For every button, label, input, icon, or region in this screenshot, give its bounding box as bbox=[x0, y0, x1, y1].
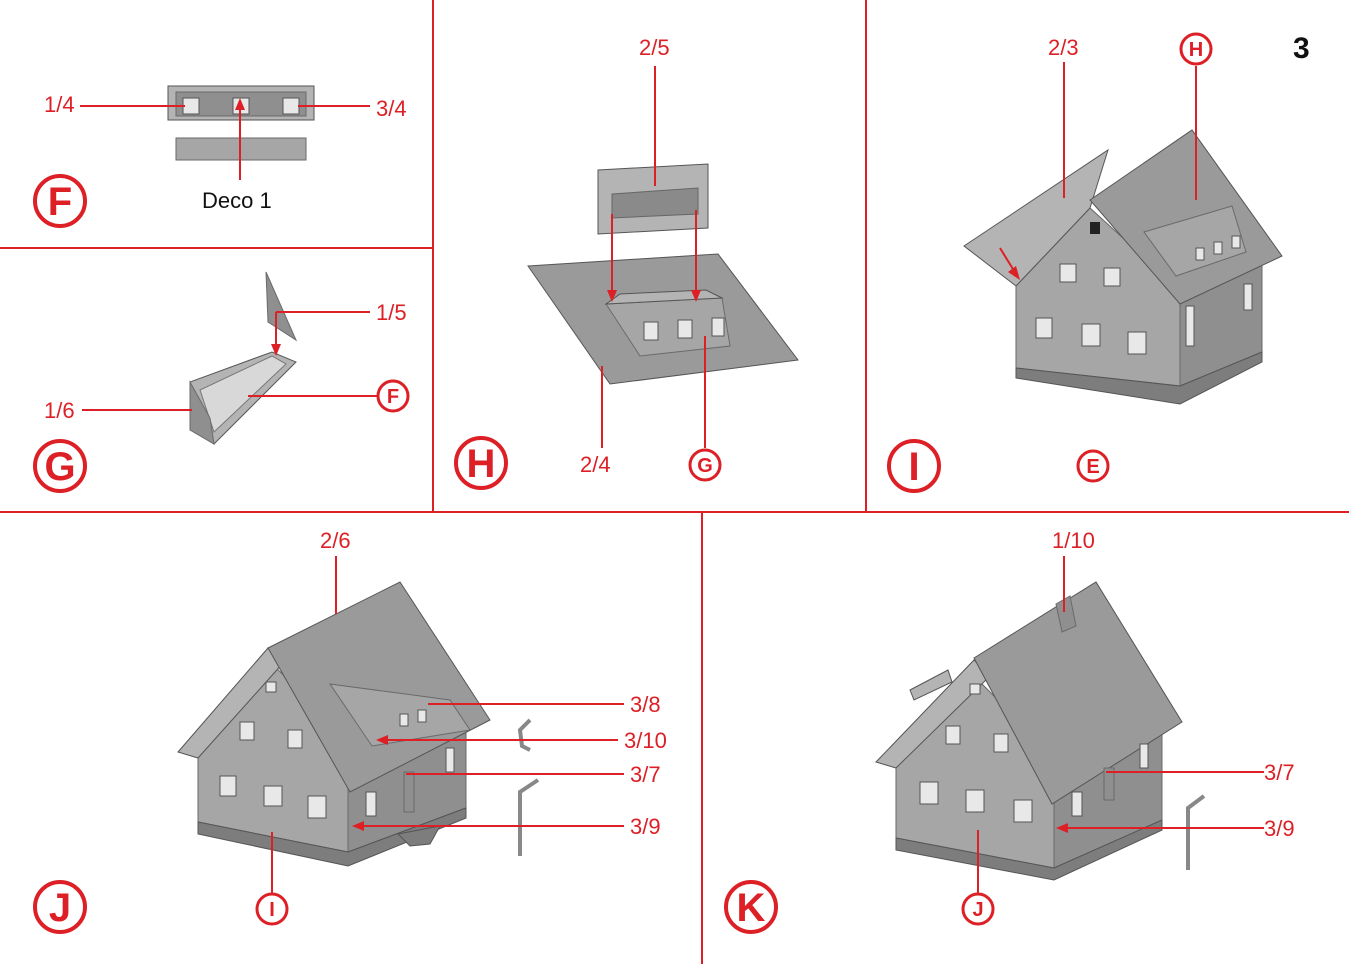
label-3-10: 3/10 bbox=[624, 728, 667, 753]
label-1-5: 1/5 bbox=[376, 300, 407, 325]
svg-text:J: J bbox=[49, 886, 71, 930]
svg-text:G: G bbox=[44, 445, 75, 489]
label-2-5: 2/5 bbox=[639, 35, 670, 60]
svg-text:E: E bbox=[1086, 456, 1099, 478]
step-k: 1/10 3/7 3/9 J K bbox=[726, 528, 1295, 932]
label-3-7: 3/7 bbox=[1264, 760, 1295, 785]
svg-text:G: G bbox=[697, 455, 713, 477]
label-1-4: 1/4 bbox=[44, 92, 75, 117]
svg-text:K: K bbox=[737, 886, 766, 930]
label-deco-1: Deco 1 bbox=[202, 188, 272, 213]
part-3-9 bbox=[1188, 796, 1204, 870]
step-i: 2/3 H E I bbox=[889, 34, 1282, 491]
svg-text:F: F bbox=[48, 180, 72, 224]
label-1-10: 1/10 bbox=[1052, 528, 1095, 553]
part-1-5 bbox=[266, 272, 296, 340]
label-3-9: 3/9 bbox=[1264, 816, 1295, 841]
label-3-7: 3/7 bbox=[630, 762, 661, 787]
svg-text:H: H bbox=[467, 442, 496, 486]
svg-text:I: I bbox=[908, 445, 919, 489]
step-j: 2/6 3/8 3/10 3/7 3/9 I J bbox=[35, 528, 667, 932]
label-1-6: 1/6 bbox=[44, 398, 75, 423]
label-3-9: 3/9 bbox=[630, 814, 661, 839]
label-3-8: 3/8 bbox=[630, 692, 661, 717]
label-3-4: 3/4 bbox=[376, 96, 407, 121]
svg-text:H: H bbox=[1189, 39, 1203, 61]
label-2-4: 2/4 bbox=[580, 452, 611, 477]
svg-text:J: J bbox=[972, 899, 983, 921]
svg-text:F: F bbox=[387, 386, 399, 408]
step-h: 2/5 2/4 G H bbox=[456, 35, 798, 488]
page-number: 3 bbox=[1293, 32, 1310, 65]
step-g: 1/5 1/6 F G bbox=[35, 272, 408, 491]
step-f: 1/4 3/4 Deco 1 F bbox=[35, 86, 407, 226]
part-3-9 bbox=[520, 780, 538, 856]
svg-text:I: I bbox=[269, 899, 275, 921]
label-2-6: 2/6 bbox=[320, 528, 351, 553]
part-3-10 bbox=[520, 720, 530, 750]
label-2-3: 2/3 bbox=[1048, 35, 1079, 60]
